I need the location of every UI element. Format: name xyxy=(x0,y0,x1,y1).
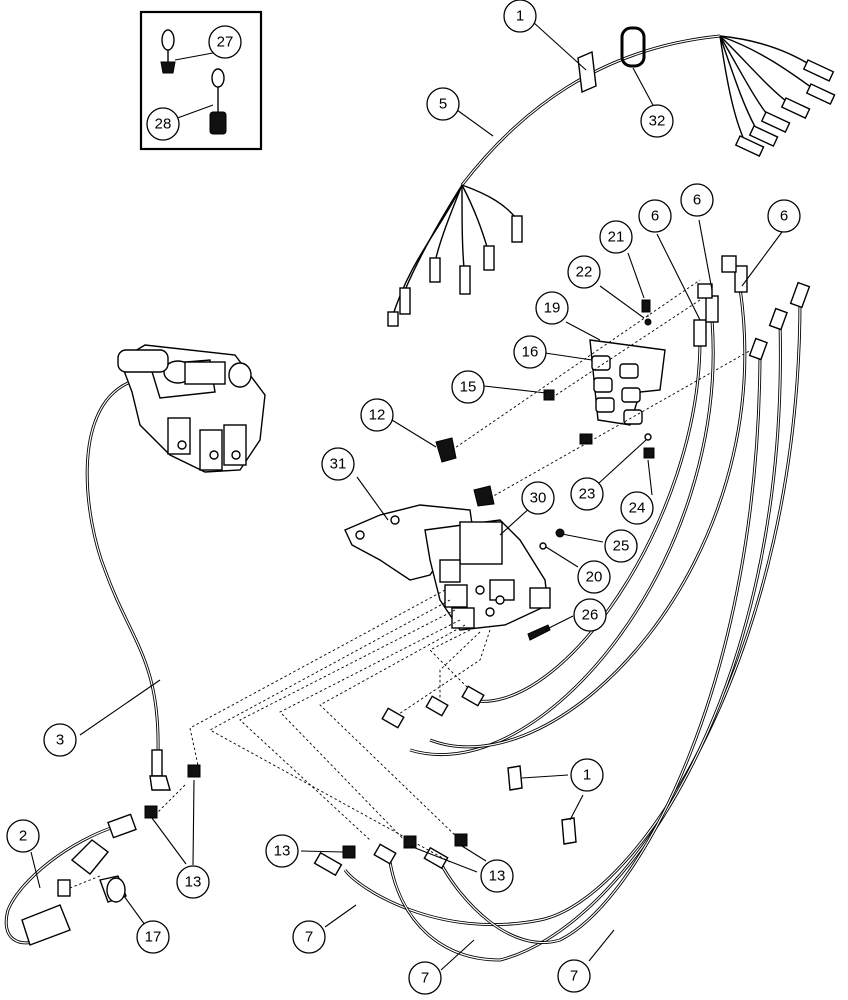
callout-6-left: 6 xyxy=(638,199,672,233)
callout-25: 25 xyxy=(604,529,638,563)
svg-text:19: 19 xyxy=(544,300,561,317)
callout-1-lower: 1 xyxy=(570,758,604,792)
svg-text:6: 6 xyxy=(651,208,659,225)
svg-text:32: 32 xyxy=(649,113,666,130)
callout-1-top: 1 xyxy=(503,0,537,33)
callout-6-right: 6 xyxy=(767,199,801,233)
tag-1-lower xyxy=(507,765,577,845)
svg-text:15: 15 xyxy=(460,379,477,396)
svg-text:2: 2 xyxy=(19,828,27,845)
hoses-7 xyxy=(313,281,811,962)
control-valve-30 xyxy=(424,519,551,631)
svg-text:13: 13 xyxy=(185,874,202,891)
part-27-breather-cap xyxy=(160,29,176,74)
tie-strap-32 xyxy=(620,26,646,68)
svg-text:23: 23 xyxy=(579,486,596,503)
dotted-lines-lower xyxy=(69,589,491,889)
svg-text:5: 5 xyxy=(439,96,447,113)
svg-text:1: 1 xyxy=(583,767,591,784)
fittings-16 xyxy=(591,355,643,425)
callout-6-mid: 6 xyxy=(680,183,714,217)
callout-31: 31 xyxy=(321,447,355,481)
callout-2: 2 xyxy=(6,819,40,853)
callout-27: 27 xyxy=(208,25,242,59)
callout-15: 15 xyxy=(451,370,485,404)
fittings-13 xyxy=(144,764,468,859)
callout-13-bottom: 13 xyxy=(176,865,210,899)
svg-text:31: 31 xyxy=(330,456,347,473)
wiring-harness-5 xyxy=(387,34,836,327)
callouts: 27 28 1 32 5 6 6 6 21 22 19 16 15 12 31 … xyxy=(6,0,801,995)
svg-text:27: 27 xyxy=(217,34,234,51)
part-28-plug xyxy=(209,68,227,135)
svg-text:3: 3 xyxy=(56,732,64,749)
svg-text:16: 16 xyxy=(522,344,539,361)
svg-text:1: 1 xyxy=(516,8,524,25)
svg-text:28: 28 xyxy=(155,116,172,133)
callout-24: 24 xyxy=(620,491,654,525)
svg-text:26: 26 xyxy=(582,607,599,624)
callout-21: 21 xyxy=(599,220,633,254)
callout-13-right: 13 xyxy=(480,859,514,893)
callout-20: 20 xyxy=(577,560,611,594)
callout-7-mid: 7 xyxy=(408,961,442,995)
svg-text:6: 6 xyxy=(780,208,788,225)
callout-22: 22 xyxy=(567,255,601,289)
hose-2 xyxy=(4,813,137,946)
dotted-lines-upper xyxy=(451,279,761,499)
svg-text:17: 17 xyxy=(145,929,162,946)
hose-3 xyxy=(85,381,171,791)
svg-text:22: 22 xyxy=(576,264,593,281)
callout-13-left: 13 xyxy=(265,834,299,868)
callout-28: 28 xyxy=(146,107,180,141)
hoses-6 xyxy=(409,255,748,757)
leader-lines xyxy=(30,21,783,971)
callout-19: 19 xyxy=(535,291,569,325)
fitting-17 xyxy=(99,875,127,903)
svg-text:7: 7 xyxy=(570,968,578,985)
svg-text:13: 13 xyxy=(489,868,506,885)
callout-5: 5 xyxy=(426,87,460,121)
callout-7-right: 7 xyxy=(557,959,591,993)
svg-text:21: 21 xyxy=(608,229,625,246)
callout-17: 17 xyxy=(136,920,170,954)
control-valve-assembly xyxy=(117,344,266,473)
small-parts xyxy=(435,299,655,641)
svg-text:7: 7 xyxy=(421,970,429,987)
svg-text:6: 6 xyxy=(693,192,701,209)
lower-hoses xyxy=(381,685,485,729)
callout-3: 3 xyxy=(43,723,77,757)
svg-text:25: 25 xyxy=(613,538,630,555)
callout-16: 16 xyxy=(513,335,547,369)
callout-30: 30 xyxy=(521,481,555,515)
svg-text:12: 12 xyxy=(369,407,386,424)
callout-7-left: 7 xyxy=(292,920,326,954)
callout-26: 26 xyxy=(573,598,607,632)
tag-1-top xyxy=(577,50,597,94)
svg-text:24: 24 xyxy=(629,500,646,517)
svg-text:7: 7 xyxy=(305,929,313,946)
callout-32: 32 xyxy=(640,104,674,138)
svg-text:20: 20 xyxy=(586,569,603,586)
svg-text:13: 13 xyxy=(274,843,291,860)
callout-12: 12 xyxy=(360,398,394,432)
callout-23: 23 xyxy=(570,477,604,511)
svg-text:30: 30 xyxy=(530,490,547,507)
